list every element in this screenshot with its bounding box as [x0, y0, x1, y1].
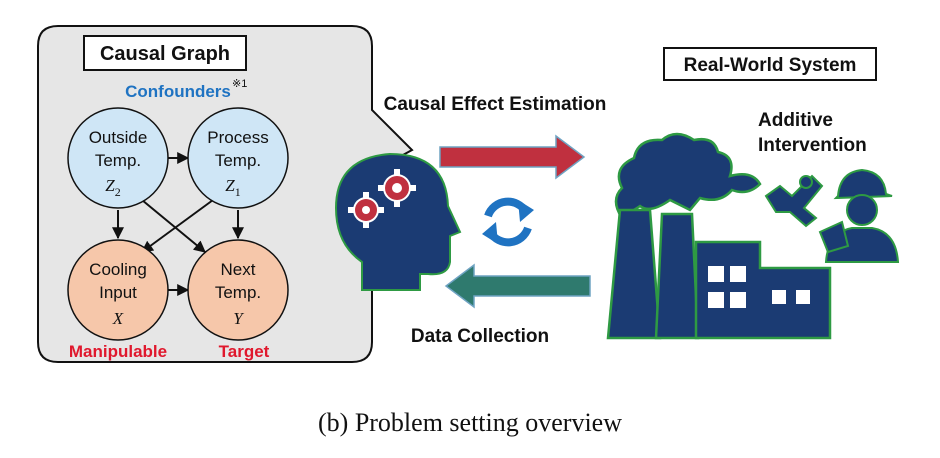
svg-text:Process: Process	[207, 128, 268, 147]
target-label: Target	[219, 342, 270, 361]
data-collection-label: Data Collection	[411, 326, 549, 347]
factory-icon	[606, 132, 832, 340]
causal-effect-estimation-label: Causal Effect Estimation	[384, 94, 607, 115]
causal-graph-panel: Causal Graph Confounders ※1 Outside Temp…	[37, 25, 414, 363]
additive-intervention-line1: Additive	[758, 110, 833, 131]
robot-arm-icon	[764, 174, 824, 228]
svg-text:Temp.: Temp.	[95, 151, 141, 170]
svg-text:Y: Y	[233, 309, 244, 328]
causal-graph-title: Causal Graph	[100, 43, 230, 65]
svg-text:Input: Input	[99, 283, 137, 302]
cycle-arrows-icon	[482, 197, 534, 247]
real-world-title: Real-World System	[684, 55, 857, 76]
node-outside-temp: Outside Temp. Z2	[67, 107, 169, 209]
confounders-label: Confounders	[125, 82, 231, 101]
svg-text:Next: Next	[221, 260, 256, 279]
figure-caption: (b) Problem setting overview	[318, 408, 622, 437]
svg-text:Z2: Z2	[105, 176, 120, 199]
edge-outside-to-next	[141, 199, 206, 253]
svg-text:Z1: Z1	[225, 176, 240, 199]
node-process-temp: Process Temp. Z1	[187, 107, 289, 209]
causal-graph-title-box	[83, 35, 247, 71]
svg-text:Temp.: Temp.	[215, 283, 261, 302]
svg-text:Outside: Outside	[89, 128, 148, 147]
svg-text:Cooling: Cooling	[89, 260, 147, 279]
node-cooling-input: Cooling Input X	[67, 239, 169, 341]
collection-arrow	[444, 263, 591, 309]
estimation-arrow	[439, 134, 586, 180]
node-next-temp: Next Temp. Y	[187, 239, 289, 341]
additive-intervention-line2: Intervention	[758, 135, 867, 156]
confounders-footnote: ※1	[232, 78, 247, 90]
real-world-title-box	[663, 47, 877, 81]
worker-icon	[818, 168, 900, 263]
edge-process-to-cooling	[141, 199, 214, 253]
head-gears-icon	[334, 152, 462, 291]
svg-text:Temp.: Temp.	[215, 151, 261, 170]
svg-text:X: X	[112, 309, 124, 328]
manipulable-label: Manipulable	[69, 342, 167, 361]
